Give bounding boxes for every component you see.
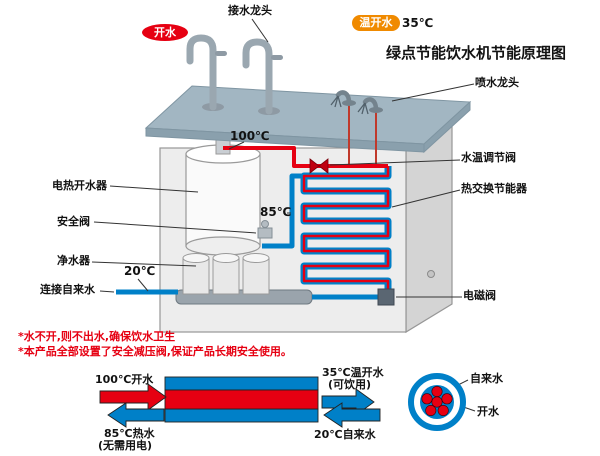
solenoid-valve-label: 电磁阀 — [463, 289, 496, 302]
schematic-out-hot-sub: (无需用电) — [98, 439, 153, 452]
warm-temp-label: 35℃ — [402, 16, 434, 30]
heat-exchanger-label: 热交换节能器 — [461, 182, 527, 195]
schematic-out-hot-label: 85℃热水 — [104, 427, 155, 440]
schematic-in-hot-label: 100℃开水 — [95, 373, 154, 386]
heater-label: 电热开水器 — [52, 179, 107, 192]
page-title: 绿点节能饮水机节能原理图 — [386, 44, 567, 62]
schematic-out-warm-sub: (可饮用) — [328, 378, 372, 391]
pipe-hot — [223, 146, 388, 174]
temperature-valve-icon — [309, 158, 329, 174]
footnote-2: *本产品全部设置了安全减压阀,保证产品长期安全使用。 — [18, 345, 292, 358]
pipe-cold — [116, 173, 388, 300]
warm-water-badge: 温开水 — [352, 15, 400, 31]
temp-valve-label: 水温调节阀 — [461, 151, 516, 164]
pointer-lines — [91, 18, 476, 412]
tap-inlet-label: 连接自来水 — [40, 283, 95, 296]
safety-valve-icon — [257, 220, 273, 239]
spray-nozzle-icon-1 — [330, 90, 356, 108]
footnote-1: *水不开,则不出水,确保饮水卫生 — [18, 330, 176, 343]
faucet-icon-right — [242, 38, 283, 115]
schematic-in-cold-label: 20℃自来水 — [314, 428, 376, 441]
heat-exchanger-coil — [300, 166, 392, 297]
spray-faucet-label: 喷水龙头 — [475, 76, 519, 89]
faucet-icon-left — [186, 34, 227, 111]
boiling-water-badge: 开水 — [142, 24, 188, 41]
arrow-out-hot — [107, 402, 165, 428]
arrow-in-hot — [99, 383, 167, 411]
temp-20-label: 20℃ — [124, 264, 156, 278]
temp-85-label: 85℃ — [260, 205, 292, 219]
tube-cross-section — [408, 373, 466, 431]
spray-nozzle-icon-2 — [357, 97, 383, 115]
boiler-tank — [185, 139, 261, 256]
cross-section-inner-label: 开水 — [477, 405, 499, 418]
cabinet-vent-hole — [427, 270, 435, 278]
solenoid-valve-icon — [377, 288, 395, 306]
purifier-label: 净水器 — [57, 254, 90, 267]
faucet-label: 接水龙头 — [228, 4, 272, 17]
purifier-cylinders — [175, 253, 313, 305]
safety-valve-label: 安全阀 — [57, 215, 90, 228]
pipe-warm-risers — [348, 100, 377, 164]
counter-top — [144, 85, 472, 154]
arrow-out-warm — [321, 388, 375, 416]
schematic-out-warm-label: 35℃温开水 — [322, 366, 384, 379]
cross-section-outer-label: 自来水 — [470, 372, 503, 385]
temp-100-label: 100℃ — [230, 129, 270, 143]
counterflow-schematic — [99, 376, 381, 428]
arrow-in-cold — [323, 402, 381, 428]
